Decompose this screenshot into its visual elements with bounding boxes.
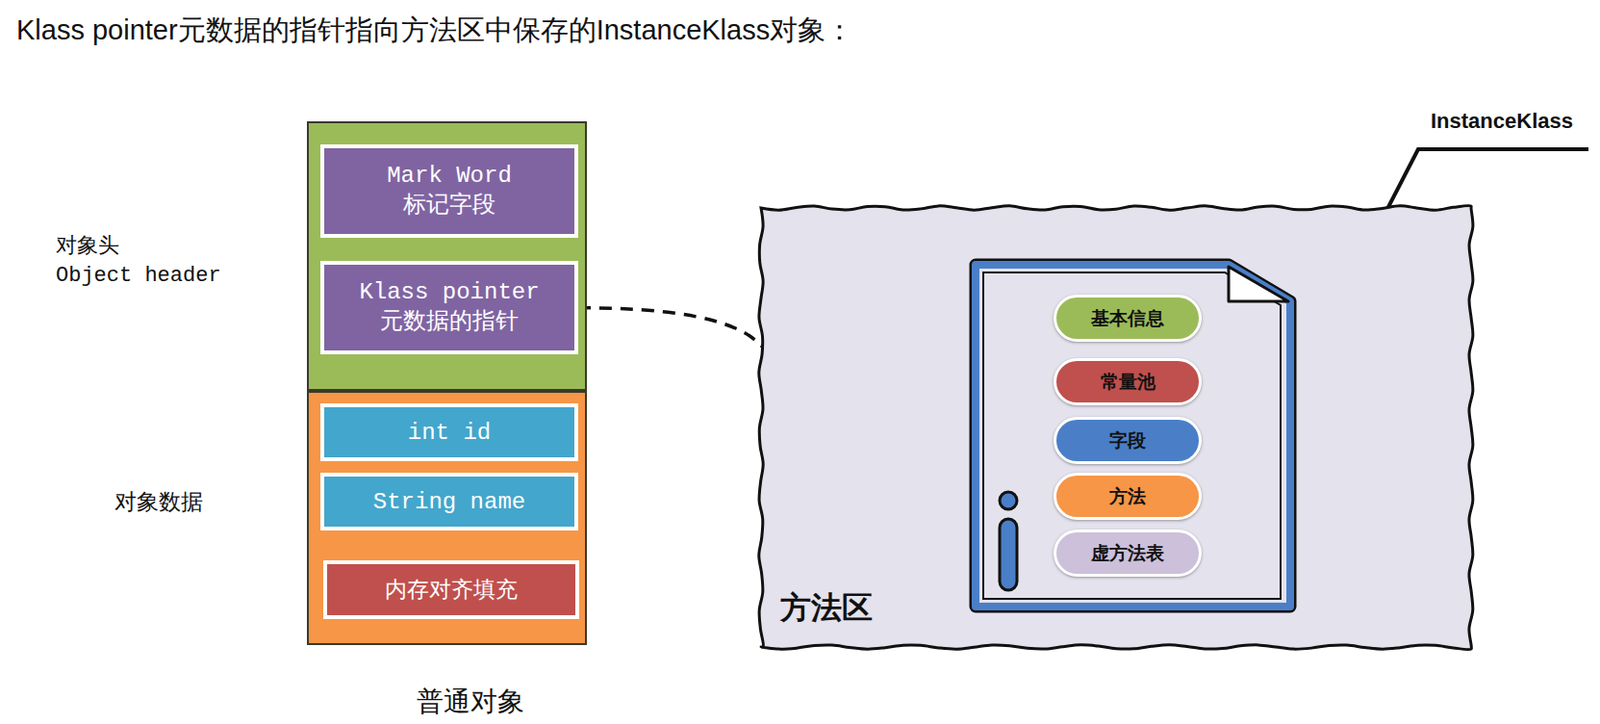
box-label: int id: [407, 419, 491, 446]
node-heading: 方法区: [780, 586, 873, 630]
info-pill: 基本信息: [1053, 294, 1202, 342]
method-area-region: 方法区InstanceKlass基本信息常量池字段方法虚方法表: [757, 203, 1475, 651]
object-data-band: 对象数据int idString name内存对齐填充: [306, 390, 587, 645]
field-box: String name: [320, 472, 579, 531]
box-label: 内存对齐填充: [384, 574, 518, 605]
node-heading: Object header: [55, 263, 222, 288]
box-label: Klass pointer: [358, 279, 539, 305]
field-box: Klass pointer元数据的指针: [320, 260, 579, 355]
box-label: 元数据的指针: [380, 304, 519, 336]
node-heading: 对象头: [55, 230, 120, 260]
padding-box: 内存对齐填充: [323, 559, 580, 619]
node-heading: 对象数据: [114, 486, 204, 517]
info-pill: 方法: [1053, 472, 1202, 520]
pill-label: 基本信息: [1091, 305, 1165, 331]
info-pill: 常量池: [1053, 357, 1202, 406]
box-label: 标记字段: [403, 188, 496, 220]
node-heading: InstanceKlass: [1430, 108, 1574, 134]
instance-klass-document: InstanceKlass基本信息常量池字段方法虚方法表: [965, 254, 1298, 616]
pill-label: 虚方法表: [1091, 540, 1165, 566]
info-pill: 字段: [1053, 416, 1202, 464]
field-box: int id: [320, 403, 579, 461]
object-header-band: 对象头Object headerMark Word标记字段Klass point…: [306, 121, 587, 391]
caption-label: 普通对象: [416, 683, 525, 720]
box-label: String name: [373, 488, 526, 515]
pill-label: 方法: [1109, 483, 1146, 509]
info-pill: 虚方法表: [1053, 529, 1202, 577]
pill-label: 常量池: [1100, 369, 1156, 395]
pill-label: 字段: [1109, 428, 1146, 454]
field-box: Mark Word标记字段: [320, 144, 579, 238]
title: Klass pointer元数据的指针指向方法区中保存的InstanceKlas…: [16, 11, 854, 51]
box-label: Mark Word: [386, 162, 512, 189]
